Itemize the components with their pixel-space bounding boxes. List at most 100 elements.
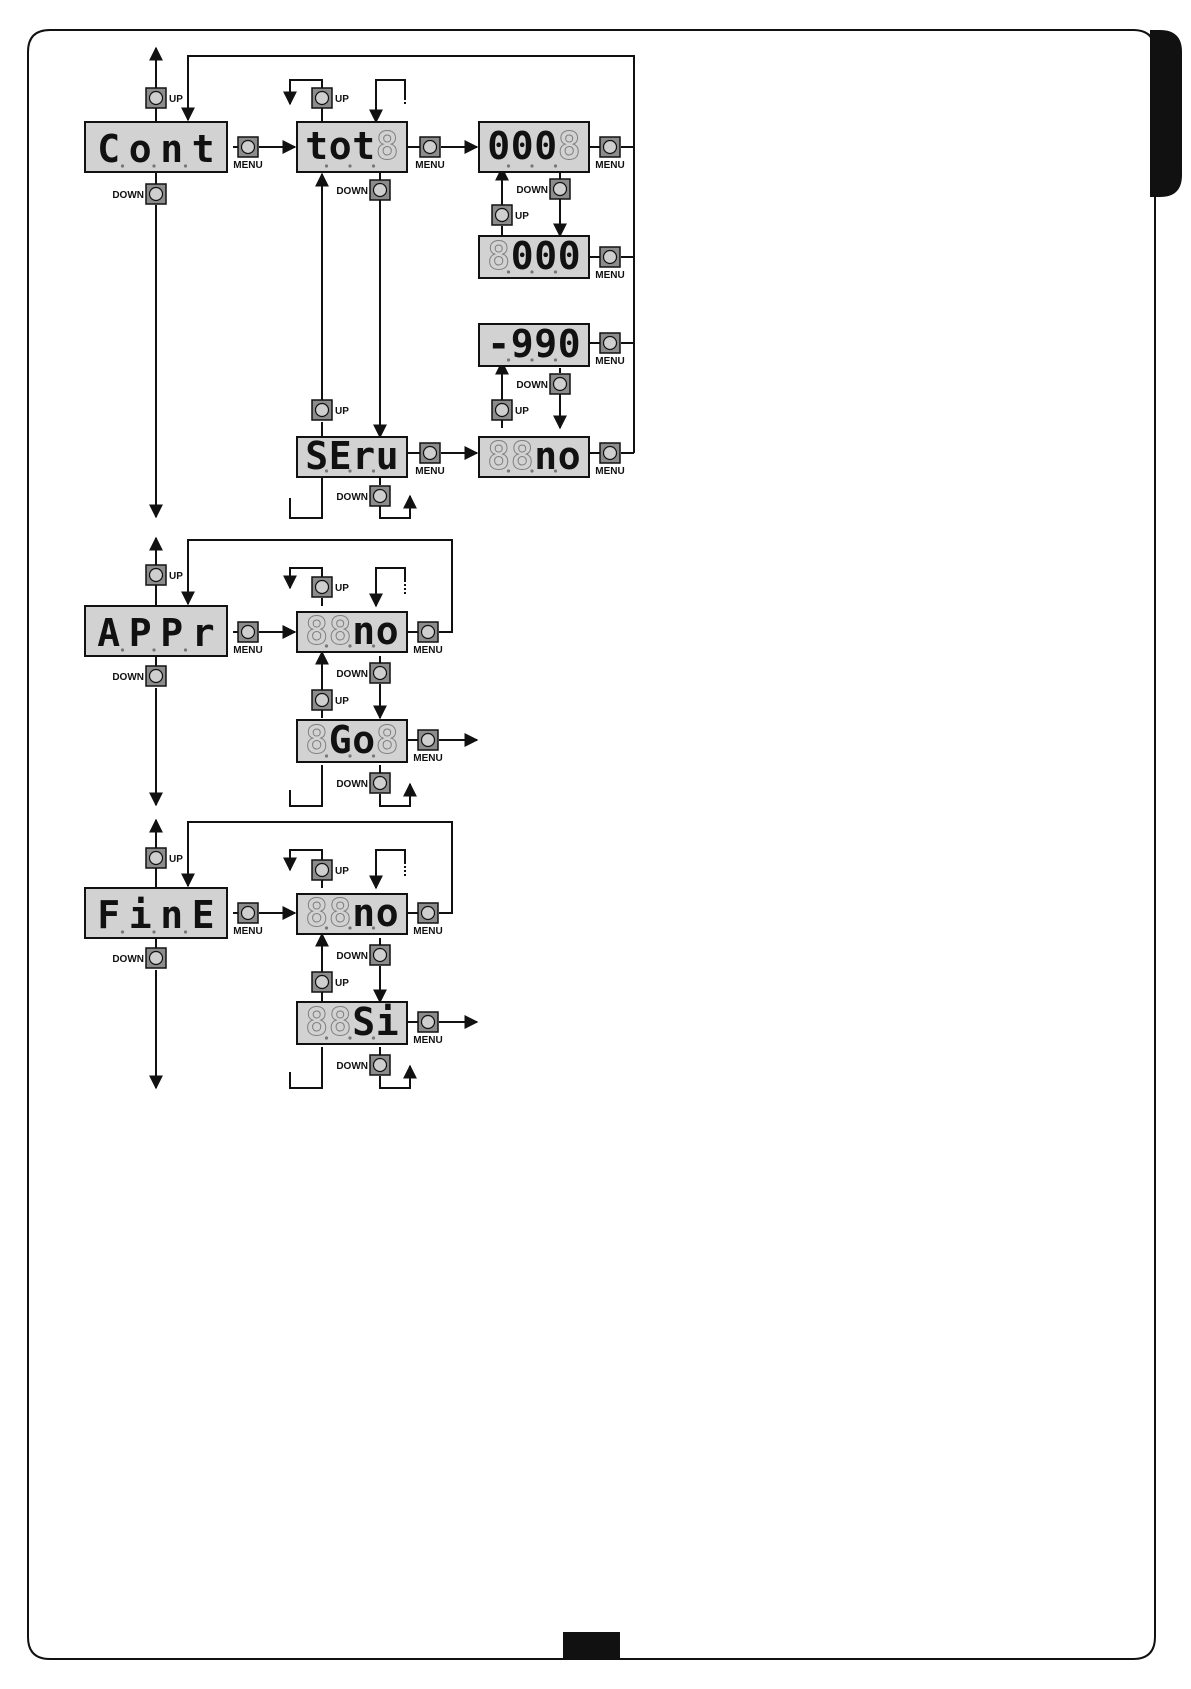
lit-digit: r bbox=[192, 611, 215, 655]
up-label: UP bbox=[335, 406, 349, 417]
unlit-digit: 8 bbox=[558, 124, 581, 168]
down-button[interactable]: DOWN bbox=[336, 945, 390, 965]
lit-digit: 0 bbox=[558, 234, 581, 278]
lit-digit: n bbox=[534, 434, 557, 478]
decimal-dot bbox=[152, 648, 155, 651]
down-label: DOWN bbox=[516, 380, 548, 391]
push-button-icon bbox=[604, 337, 617, 350]
down-button[interactable]: DOWN bbox=[336, 486, 390, 506]
down-button[interactable]: DOWN bbox=[336, 773, 390, 793]
up-label: UP bbox=[169, 854, 183, 865]
push-button-icon bbox=[316, 92, 329, 105]
push-button-icon bbox=[374, 667, 387, 680]
up-button[interactable]: UP bbox=[312, 690, 349, 710]
menu-button[interactable]: MENU bbox=[413, 730, 442, 764]
push-button-icon bbox=[374, 949, 387, 962]
decimal-dot bbox=[184, 648, 187, 651]
up-button[interactable]: UP bbox=[312, 860, 349, 880]
unlit-digit: 8 bbox=[376, 718, 399, 762]
lit-digit: o bbox=[129, 127, 152, 171]
lit-digit: t bbox=[192, 127, 215, 171]
down-button[interactable]: DOWN bbox=[112, 948, 166, 968]
up-label: UP bbox=[335, 696, 349, 707]
lit-digit: t bbox=[305, 124, 328, 168]
up-button[interactable]: UP bbox=[312, 88, 349, 108]
lit-digit: G bbox=[329, 718, 352, 762]
down-button[interactable]: DOWN bbox=[336, 663, 390, 683]
display-appr: APPr bbox=[85, 606, 227, 656]
push-button-icon bbox=[374, 490, 387, 503]
push-button-icon bbox=[374, 777, 387, 790]
decimal-dot bbox=[348, 926, 351, 929]
push-button-icon bbox=[424, 447, 437, 460]
up-button[interactable]: UP bbox=[312, 400, 349, 420]
push-button-icon bbox=[496, 209, 509, 222]
push-button-icon bbox=[604, 447, 617, 460]
up-button[interactable]: UP bbox=[146, 88, 183, 108]
down-button[interactable]: DOWN bbox=[112, 666, 166, 686]
down-button[interactable]: DOWN bbox=[516, 374, 570, 394]
menu-button[interactable]: MENU bbox=[233, 622, 262, 656]
up-button[interactable]: UP bbox=[146, 848, 183, 868]
menu-button[interactable]: MENU bbox=[595, 333, 624, 367]
up-button[interactable]: UP bbox=[312, 577, 349, 597]
lit-digit: 0 bbox=[487, 124, 510, 168]
menu-button[interactable]: MENU bbox=[595, 247, 624, 281]
up-button[interactable]: UP bbox=[146, 565, 183, 585]
push-button-icon bbox=[554, 378, 567, 391]
decimal-dot bbox=[121, 930, 124, 933]
down-label: DOWN bbox=[112, 672, 144, 683]
up-button[interactable]: UP bbox=[492, 400, 529, 420]
decimal-dot bbox=[507, 270, 510, 273]
down-label: DOWN bbox=[336, 492, 368, 503]
down-label: DOWN bbox=[336, 186, 368, 197]
decimal-dot bbox=[184, 930, 187, 933]
push-button-icon bbox=[422, 1016, 435, 1029]
menu-label: MENU bbox=[413, 753, 442, 764]
lit-digit: o bbox=[558, 434, 581, 478]
push-button-icon bbox=[374, 1059, 387, 1072]
decimal-dot bbox=[325, 926, 328, 929]
decimal-dot bbox=[325, 1036, 328, 1039]
lit-digit: A bbox=[97, 611, 120, 655]
push-button-icon bbox=[496, 404, 509, 417]
decimal-dot bbox=[507, 164, 510, 167]
decimal-dot bbox=[325, 754, 328, 757]
unlit-digit: 8 bbox=[329, 609, 352, 653]
lit-digit: i bbox=[129, 893, 152, 937]
menu-label: MENU bbox=[415, 466, 444, 477]
up-button[interactable]: UP bbox=[492, 205, 529, 225]
menu-button[interactable]: MENU bbox=[413, 1012, 442, 1046]
push-button-icon bbox=[150, 852, 163, 865]
lit-digit: S bbox=[305, 434, 328, 478]
menu-button[interactable]: MENU bbox=[415, 443, 444, 477]
menu-button[interactable]: MENU bbox=[413, 622, 442, 656]
decimal-dot bbox=[530, 469, 533, 472]
menu-button[interactable]: MENU bbox=[595, 443, 624, 477]
menu-button[interactable]: MENU bbox=[233, 903, 262, 937]
down-button[interactable]: DOWN bbox=[112, 184, 166, 204]
menu-button[interactable]: MENU bbox=[413, 903, 442, 937]
menu-button[interactable]: MENU bbox=[233, 137, 262, 171]
lit-digit: r bbox=[352, 434, 375, 478]
lit-digit: t bbox=[352, 124, 375, 168]
push-button-icon bbox=[316, 864, 329, 877]
up-button[interactable]: UP bbox=[312, 972, 349, 992]
lit-digit: E bbox=[329, 434, 352, 478]
lit-digit: u bbox=[376, 434, 399, 478]
display-decimal: 8000 bbox=[479, 234, 589, 278]
down-button[interactable]: DOWN bbox=[336, 180, 390, 200]
menu-label: MENU bbox=[415, 160, 444, 171]
lit-digit: 0 bbox=[558, 322, 581, 366]
down-button[interactable]: DOWN bbox=[336, 1055, 390, 1075]
page-number-box bbox=[563, 1632, 620, 1660]
push-button-icon bbox=[604, 251, 617, 264]
decimal-dot bbox=[554, 469, 557, 472]
down-button[interactable]: DOWN bbox=[516, 179, 570, 199]
unlit-digit: 8 bbox=[329, 1000, 352, 1044]
decimal-dot bbox=[121, 648, 124, 651]
menu-button[interactable]: MENU bbox=[595, 137, 624, 171]
push-button-icon bbox=[150, 92, 163, 105]
decimal-dot bbox=[152, 164, 155, 167]
menu-button[interactable]: MENU bbox=[415, 137, 444, 171]
